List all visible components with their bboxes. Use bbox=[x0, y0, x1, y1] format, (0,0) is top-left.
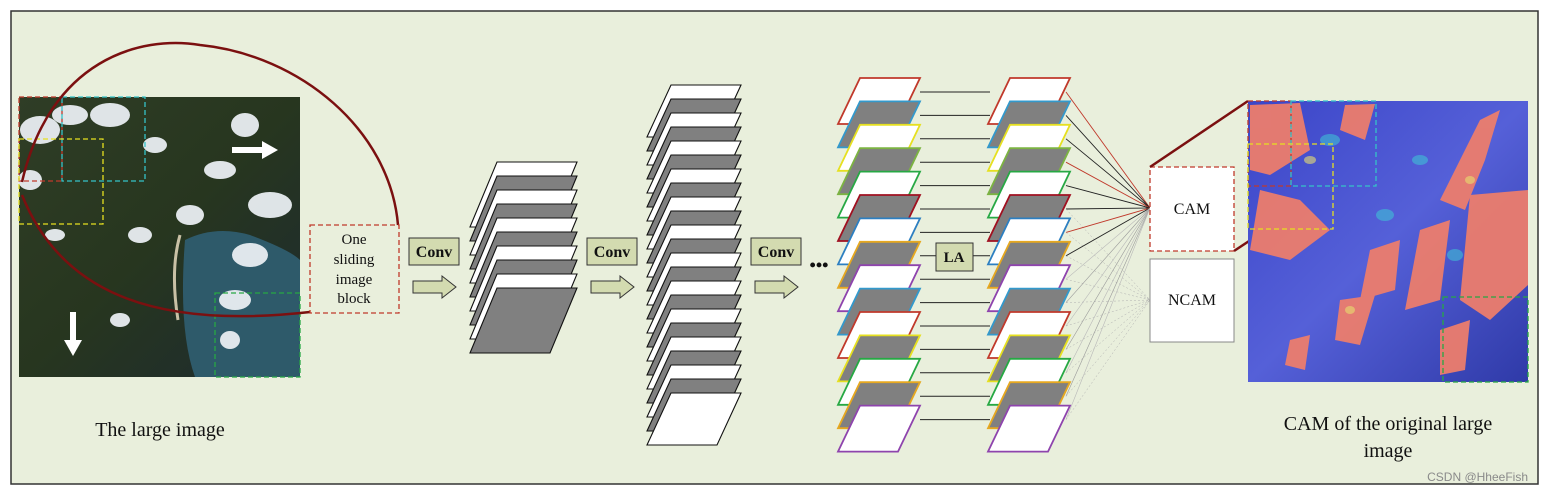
feature-column-left bbox=[836, 77, 922, 453]
column-links bbox=[920, 91, 990, 421]
sliding-block-line-3: image bbox=[336, 272, 373, 288]
conv-label-3: Conv bbox=[758, 244, 794, 261]
fan-line bbox=[1065, 185, 1151, 209]
conv-block-1: Conv bbox=[408, 237, 460, 300]
fan-line bbox=[1065, 207, 1151, 420]
fan-in-lines bbox=[1065, 91, 1151, 420]
fan-line-ncam bbox=[1065, 299, 1151, 350]
sliding-window-lower-curve bbox=[20, 194, 311, 318]
fan-line bbox=[1065, 207, 1151, 327]
fan-line bbox=[1065, 138, 1151, 209]
large-image-caption: The large image bbox=[95, 419, 225, 441]
feature-map-layer bbox=[646, 392, 742, 446]
conv-label-2: Conv bbox=[594, 244, 630, 261]
cam-caption-line-1: CAM of the original large bbox=[1284, 413, 1493, 435]
fan-line bbox=[1065, 207, 1151, 373]
conv-arrow-3 bbox=[754, 274, 799, 300]
fan-line bbox=[1065, 161, 1151, 209]
fan-line bbox=[1065, 207, 1151, 210]
sliding-block-label: One sliding image block bbox=[334, 232, 375, 307]
fan-line bbox=[1065, 207, 1151, 233]
sliding-block-box bbox=[309, 224, 400, 314]
conv-block-2: Conv bbox=[586, 237, 638, 300]
ncam-box: NCAM bbox=[1149, 258, 1235, 343]
ellipsis: ••• bbox=[810, 255, 829, 275]
fan-line-ncam bbox=[1065, 299, 1151, 397]
sliding-block-line-2: sliding bbox=[334, 252, 375, 268]
fan-line bbox=[1065, 207, 1151, 303]
sliding-window-curve bbox=[20, 41, 400, 226]
large-satellite-image bbox=[18, 96, 301, 378]
feature-slice bbox=[836, 404, 922, 453]
fan-line-ncam bbox=[1065, 208, 1151, 301]
fan-line-ncam bbox=[1065, 232, 1151, 301]
sliding-block-line-1: One bbox=[342, 232, 367, 248]
fan-line-ncam bbox=[1065, 299, 1151, 327]
fan-line bbox=[1065, 91, 1151, 209]
conv-label-1: Conv bbox=[416, 244, 452, 261]
fan-line bbox=[1065, 207, 1151, 280]
fan-line-ncam bbox=[1065, 278, 1151, 301]
feature-map-stack-1 bbox=[469, 161, 578, 354]
feature-map-layer bbox=[469, 287, 578, 354]
conv-arrow-1 bbox=[412, 274, 457, 300]
fan-line bbox=[1065, 115, 1151, 209]
ncam-label: NCAM bbox=[1168, 292, 1216, 309]
feature-slice bbox=[986, 404, 1072, 453]
cam-heatmap-image bbox=[1247, 100, 1529, 383]
feature-column-right bbox=[986, 77, 1072, 453]
la-module: LA bbox=[935, 242, 974, 272]
fan-line-ncam bbox=[1065, 299, 1151, 373]
cam-caption-line-2: image bbox=[1364, 440, 1413, 462]
fan-line-ncam bbox=[1065, 299, 1151, 420]
sliding-block-line-4: block bbox=[337, 291, 371, 307]
fan-line bbox=[1065, 207, 1151, 257]
cam-box: CAM bbox=[1149, 166, 1235, 252]
cam-zoom-line-top bbox=[1149, 99, 1249, 169]
watermark: CSDN @HheeFish bbox=[1427, 470, 1528, 484]
la-label: LA bbox=[944, 250, 965, 266]
conv-arrow-2 bbox=[590, 274, 635, 300]
conv-block-3: Conv bbox=[750, 237, 802, 300]
fan-line bbox=[1065, 207, 1151, 350]
fan-line bbox=[1065, 207, 1151, 397]
feature-map-stack-2 bbox=[646, 84, 742, 446]
cam-label: CAM bbox=[1174, 201, 1210, 218]
